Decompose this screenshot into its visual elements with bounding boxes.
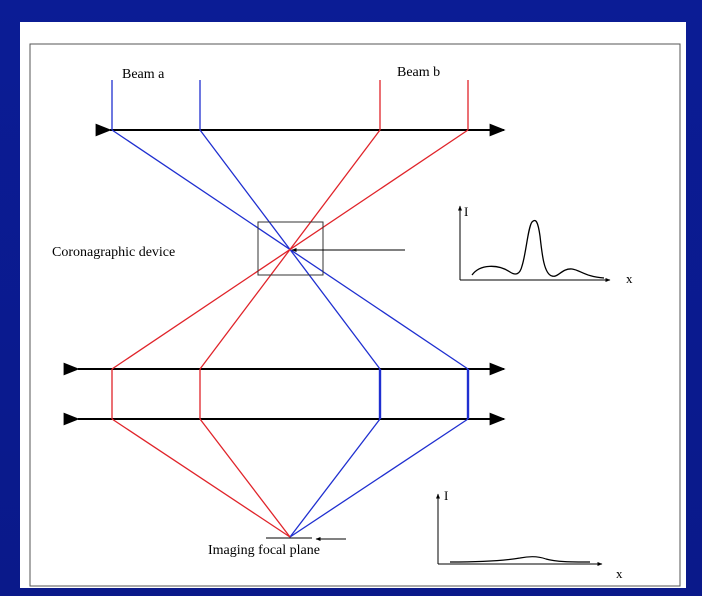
diagram-panel: Beam a Beam b bbox=[20, 22, 686, 588]
optics-diagram: Beam a Beam b bbox=[29, 43, 681, 587]
imaging-focal-plane-label: Imaging focal plane bbox=[208, 543, 320, 558]
beam-a-rays bbox=[111, 80, 470, 538]
bottom-intensity-plot: I x bbox=[436, 488, 623, 581]
beam-b-rays bbox=[111, 80, 469, 538]
beam-a-label: Beam a bbox=[122, 67, 165, 82]
bottom-plot-x-label: x bbox=[616, 566, 623, 581]
top-intensity-curve bbox=[471, 219, 605, 279]
coronagraphic-device-label: Coronagraphic device bbox=[52, 245, 175, 260]
top-plot-y-label: I bbox=[464, 204, 468, 219]
bottom-plot-y-label: I bbox=[444, 488, 448, 503]
beam-b-label: Beam b bbox=[397, 65, 440, 80]
bottom-intensity-curve bbox=[449, 556, 591, 563]
coronagraphic-device-box bbox=[257, 221, 324, 276]
top-plot-x-label: x bbox=[626, 271, 633, 286]
top-intensity-plot: I x bbox=[458, 204, 633, 286]
panel-frame bbox=[29, 43, 681, 587]
